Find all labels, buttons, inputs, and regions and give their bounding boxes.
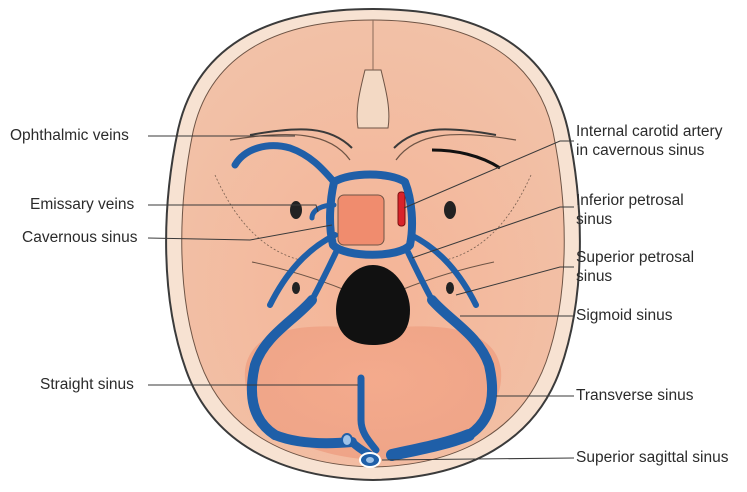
label-transverse-sinus: Transverse sinus xyxy=(576,386,693,405)
label-superior-sagittal-sinus: Superior sagittal sinus xyxy=(576,448,729,467)
label-cavernous-sinus: Cavernous sinus xyxy=(22,228,137,247)
label-inferior-petrosal-line2: sinus xyxy=(576,210,684,229)
straight-sinus-section xyxy=(342,434,352,446)
label-emissary-veins: Emissary veins xyxy=(30,195,134,214)
label-inferior-petrosal-line1: Inferior petrosal xyxy=(576,191,684,210)
label-internal-carotid-artery-line2: in cavernous sinus xyxy=(576,141,722,160)
label-ophthalmic-veins: Ophthalmic veins xyxy=(10,126,129,145)
label-inferior-petrosal-sinus: Inferior petrosal sinus xyxy=(576,191,684,229)
internal-carotid-artery xyxy=(398,192,405,226)
label-superior-petrosal-line2: sinus xyxy=(576,267,694,286)
label-internal-carotid-artery-line1: Internal carotid artery xyxy=(576,122,722,141)
label-sigmoid-sinus: Sigmoid sinus xyxy=(576,306,673,325)
label-superior-petrosal-sinus: Superior petrosal sinus xyxy=(576,248,694,286)
label-superior-petrosal-line1: Superior petrosal xyxy=(576,248,694,267)
label-internal-carotid-artery: Internal carotid artery in cavernous sin… xyxy=(576,122,722,160)
label-straight-sinus: Straight sinus xyxy=(40,375,134,394)
sella-turcica xyxy=(338,195,384,245)
